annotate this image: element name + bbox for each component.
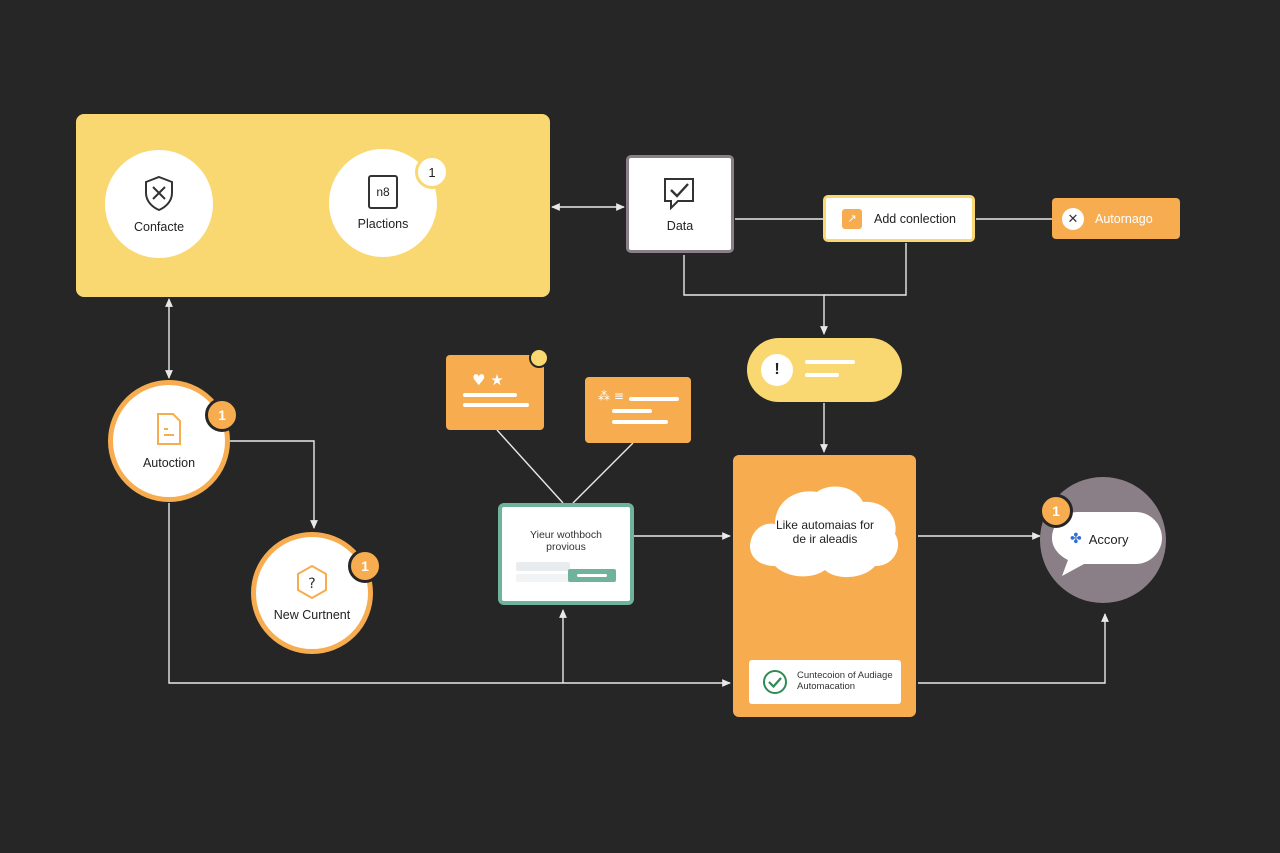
node-workbook[interactable]: Yieur wothboch provious: [498, 503, 634, 605]
edge-addconnection-alert: [824, 243, 907, 296]
shield-x-icon: [145, 175, 173, 211]
heart-star-icon: ♥ ★: [472, 371, 504, 389]
workbook-input[interactable]: [516, 562, 570, 571]
autoction-badge: 1: [205, 398, 239, 432]
edge-data-alert: [683, 255, 828, 335]
node-autoction-label: Autoction: [142, 455, 196, 470]
node-confacte-label: Confacte: [133, 219, 185, 234]
node-result[interactable]: Cuntecoion of Audiage Automacation: [749, 660, 901, 704]
node-confacte[interactable]: Confacte: [105, 150, 213, 258]
workbook-button-line: [577, 574, 607, 577]
cloud-shape: [750, 486, 899, 578]
node-alert-pill[interactable]: !: [747, 338, 902, 402]
accory-label: Accory: [1088, 531, 1129, 547]
document-icon: [157, 412, 181, 445]
card-orange-2[interactable]: ⁂ ≡: [585, 377, 691, 443]
autoction-badge-text: 1: [218, 407, 226, 423]
cloud-text: Like automaias for de ir aleadis: [775, 518, 875, 547]
check-circle-icon: [763, 670, 787, 694]
chart-icon: ↗: [842, 208, 862, 229]
edge-card2-workbook: [572, 442, 634, 504]
node-new-content[interactable]: ? New Curtnent: [251, 532, 373, 654]
node-data-label: Data: [666, 218, 694, 233]
node-plactions-label: Plactions: [357, 216, 409, 231]
card2-icon-text: ⁂ ≡: [598, 389, 624, 403]
edge-autoction-process: [168, 503, 731, 687]
accory-badge-text: 1: [1052, 503, 1060, 519]
workbook-submit-button[interactable]: [568, 569, 616, 582]
alert-icon-text: !: [774, 361, 780, 378]
node-data[interactable]: Data: [626, 155, 734, 253]
edge-card1-workbook: [496, 429, 564, 504]
add-connection-label: Add conlection: [874, 211, 957, 226]
new-content-badge: 1: [348, 549, 382, 583]
automation-chip-label: Autornago: [1095, 211, 1153, 226]
accory-badge: 1: [1039, 494, 1073, 528]
card2-line-3: [612, 420, 668, 424]
plactions-badge: 1: [415, 155, 449, 189]
card1-dot: [529, 348, 549, 368]
accory-label-row: ✤ Accory: [1070, 529, 1128, 549]
card1-line-2: [463, 403, 529, 407]
document-icon: n8: [368, 174, 398, 209]
edge-autoction-newcontent: [230, 440, 318, 529]
card2-line-2: [612, 409, 652, 413]
new-content-badge-text: 1: [361, 558, 369, 574]
workbook-title: Yieur wothboch provious: [530, 529, 602, 554]
chat-check-icon: [664, 177, 694, 211]
card-orange-1[interactable]: ♥ ★: [446, 355, 544, 430]
puzzle-icon: ✤: [1070, 531, 1082, 547]
node-new-content-label: New Curtnent: [273, 607, 351, 622]
edge-process-accory-bottom: [918, 613, 1109, 684]
alert-icon: !: [761, 354, 793, 386]
plactions-badge-text: 1: [428, 164, 436, 180]
speech-bubble: [1052, 512, 1162, 576]
alert-line-2: [805, 373, 839, 377]
node-autoction[interactable]: Autoction: [108, 380, 230, 502]
card2-line-1: [629, 397, 679, 401]
alert-line-1: [805, 360, 855, 364]
node-automation-chip[interactable]: ✕ Autornago: [1052, 198, 1180, 239]
node-add-connection[interactable]: ↗ Add conlection: [823, 195, 975, 242]
card1-line-1: [463, 393, 517, 397]
node-plactions[interactable]: n8 Plactions: [329, 149, 437, 257]
question-hex-icon: ?: [297, 564, 327, 599]
workbook-input-2: [516, 574, 570, 582]
node-plactions-icon-text: n8: [376, 184, 390, 199]
svg-text:?: ?: [308, 576, 315, 592]
close-icon: ✕: [1062, 207, 1084, 230]
result-label: Cuntecoion of Audiage Automacation: [797, 670, 893, 692]
